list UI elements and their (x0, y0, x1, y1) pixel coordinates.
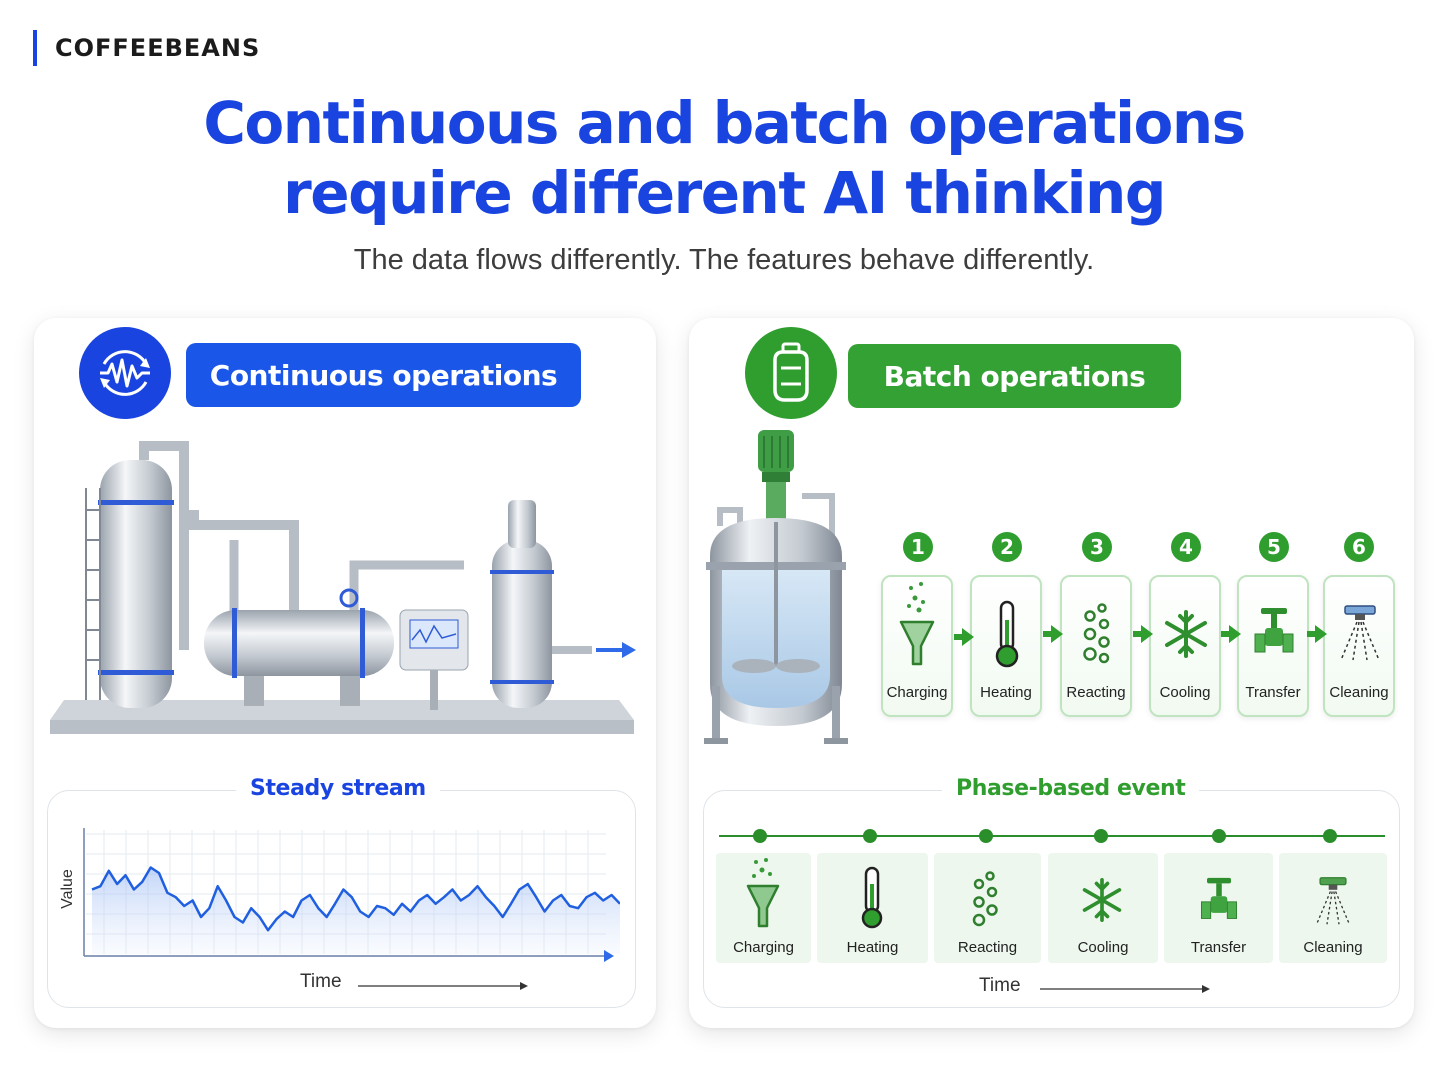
step-label-charging: Charging (886, 684, 948, 701)
bubbles-icon (972, 871, 998, 927)
step-arrow-icon (1043, 625, 1063, 643)
timeline-marker (1323, 829, 1337, 843)
chart-x-axis-label: Time (300, 971, 342, 992)
step-number-2: 2 (992, 532, 1022, 562)
step-arrow-icon (1133, 625, 1153, 643)
time-arrow-icon (358, 982, 528, 990)
step-number-3: 3 (1082, 532, 1112, 562)
batch-reactor-illustration (704, 430, 848, 744)
brand-name: COFFEEBEANS (55, 34, 261, 62)
step-number-5: 5 (1259, 532, 1289, 562)
funnel-icon (746, 858, 780, 928)
phase-label-reacting: Reacting (957, 939, 1018, 956)
step-number-1: 1 (903, 532, 933, 562)
valve-icon (1254, 608, 1294, 653)
title-line-2: require different AI thinking (283, 159, 1166, 227)
step-arrow-icon (954, 628, 974, 646)
step-card-cleaning (1323, 575, 1395, 717)
page-title: Continuous and batch operations require … (0, 88, 1448, 228)
timeline-marker (753, 829, 767, 843)
step-label-transfer: Transfer (1245, 684, 1301, 701)
thermometer-icon (861, 866, 883, 929)
chart-y-axis-label: Value (59, 869, 76, 909)
phase-label-charging: Charging (733, 939, 794, 956)
step-number-4: 4 (1171, 532, 1201, 562)
time-arrow-icon (1040, 985, 1210, 993)
phase-label-heating: Heating (846, 939, 899, 956)
series-line (91, 866, 620, 932)
steady-stream-chart (83, 828, 620, 962)
phase-timeline-line (719, 835, 1385, 837)
step-arrow-icon (1221, 625, 1241, 643)
page-subtitle: The data flows differently. The features… (353, 244, 1095, 276)
step-label-cooling: Cooling (1159, 684, 1211, 701)
funnel-icon (899, 582, 935, 666)
step-arrow-icon (1307, 625, 1327, 643)
thermometer-icon (995, 600, 1019, 668)
timeline-marker (1094, 829, 1108, 843)
phase-cell-cleaning (1279, 853, 1387, 963)
brand-logo: COFFEEBEANS (33, 30, 260, 66)
snowflake-icon (1165, 610, 1207, 658)
phase-x-axis-label: Time (979, 975, 1021, 996)
spray-nozzle-icon (1340, 605, 1380, 661)
snowflake-icon (1082, 878, 1122, 922)
step-label-heating: Heating (980, 684, 1032, 701)
phase-label-cleaning: Cleaning (1303, 939, 1363, 956)
phase-event-title: Phase-based event (942, 776, 1200, 801)
spray-nozzle-icon (1316, 877, 1350, 925)
waveform-cycle-icon (79, 327, 171, 419)
x-axis-arrow-icon (604, 950, 614, 962)
step-label-reacting: Reacting (1066, 684, 1126, 701)
phase-label-cooling: Cooling (1077, 939, 1129, 956)
bubbles-icon (1083, 603, 1110, 664)
valve-icon (1201, 877, 1237, 919)
step-number-6: 6 (1344, 532, 1374, 562)
reactor-vessel-icon (745, 327, 837, 419)
series-area (92, 867, 620, 954)
timeline-marker (1212, 829, 1226, 843)
step-card-transfer (1237, 575, 1309, 717)
continuous-plant-illustration (50, 441, 636, 734)
timeline-marker (863, 829, 877, 843)
step-label-cleaning: Cleaning (1329, 684, 1389, 701)
continuous-operations-label: Continuous operations (186, 343, 581, 407)
title-line-1: Continuous and batch operations (203, 89, 1246, 157)
phase-label-transfer: Transfer (1190, 939, 1247, 956)
steady-stream-title: Steady stream (236, 776, 440, 801)
timeline-marker (979, 829, 993, 843)
step-card-reacting (1060, 575, 1132, 717)
batch-operations-label: Batch operations (848, 344, 1181, 408)
